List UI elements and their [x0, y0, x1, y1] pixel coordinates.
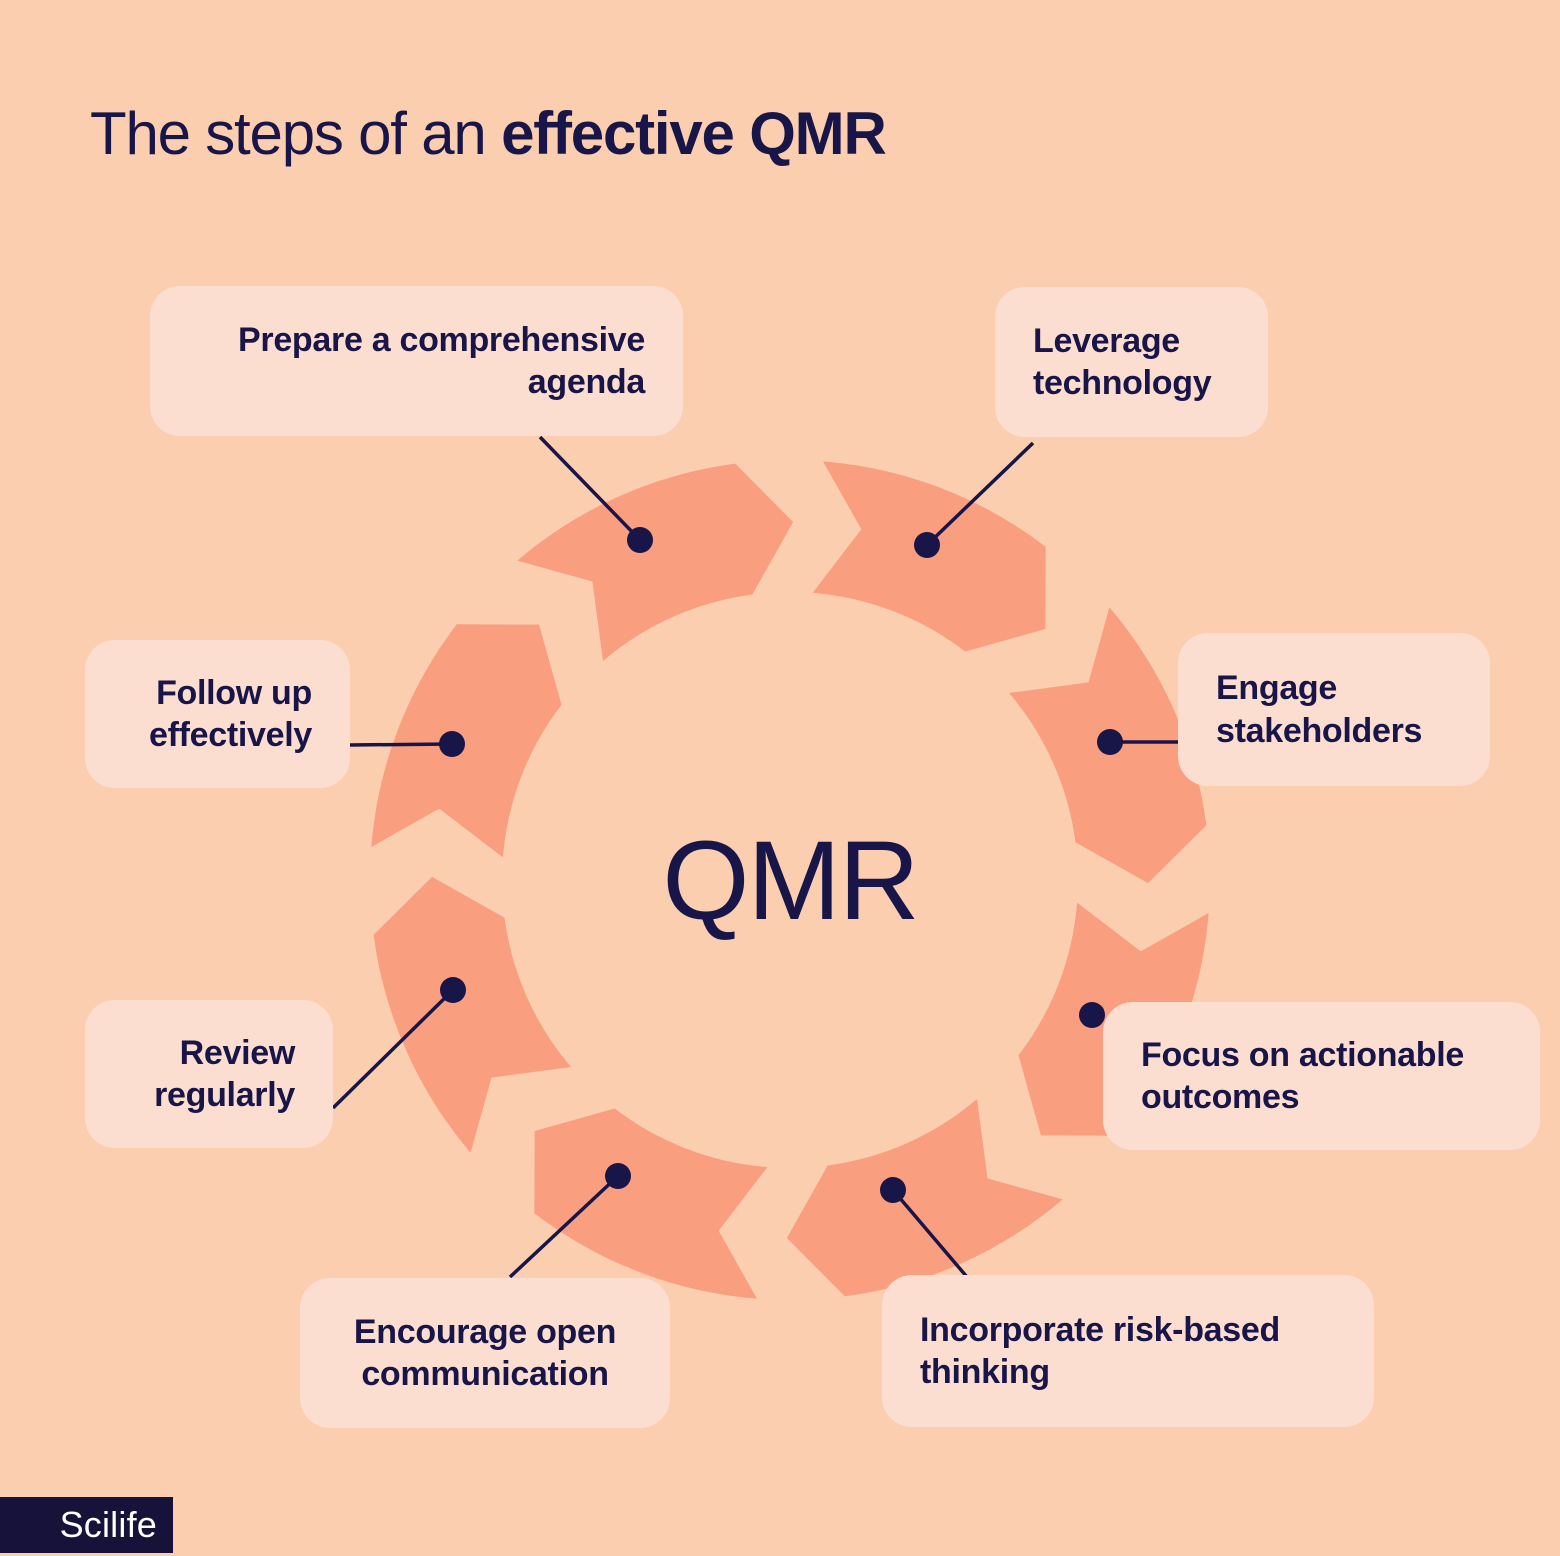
- connector-line: [331, 988, 455, 1110]
- step-box-review-regularly: Review regularly: [85, 1000, 333, 1148]
- step-box-encourage-open-communication: Encourage open communication: [300, 1278, 670, 1428]
- step-box-leverage-technology: Leverage technology: [995, 287, 1268, 437]
- step-label: Focus on actionable outcomes: [1141, 1035, 1465, 1116]
- step-box-incorporate-risk-based-thinking: Incorporate risk-based thinking: [882, 1275, 1374, 1427]
- cycle-arrow-segment: [752, 392, 1087, 728]
- connector-dot: [440, 977, 466, 1003]
- connector-line: [1091, 1006, 1104, 1017]
- connector-dot: [627, 527, 653, 553]
- step-box-follow-up-effectively: Follow up effectively: [85, 640, 350, 788]
- page-title: The steps of an effective QMR: [90, 99, 887, 168]
- connector-dot: [880, 1177, 906, 1203]
- connector-line: [508, 1174, 620, 1279]
- step-label: Encourage open communication: [353, 1312, 617, 1393]
- connector-dot: [439, 731, 465, 757]
- cycle-arrow-segment: [786, 1099, 1063, 1297]
- connector-line: [891, 1188, 969, 1279]
- step-label: Leverage technology: [1033, 321, 1212, 402]
- page-title-regular: The steps of an: [90, 100, 502, 167]
- step-label: Incorporate risk-based thinking: [920, 1310, 1280, 1391]
- connector-line: [538, 435, 642, 542]
- step-label: Prepare a comprehensive agenda: [238, 320, 645, 401]
- scilife-logo-text: Scilife: [59, 1504, 157, 1545]
- connector-line: [349, 742, 453, 747]
- cycle-arrow-segment: [517, 463, 794, 661]
- step-box-engage-stakeholders: Engage stakeholders: [1178, 633, 1490, 786]
- connector-dot: [914, 532, 940, 558]
- cycle-arrow-segment: [373, 876, 571, 1153]
- page-title-emphasis: effective QMR: [501, 100, 887, 167]
- cycle-arrow-segment: [1009, 607, 1207, 884]
- connector-dot: [1097, 729, 1123, 755]
- step-box-focus-on-actionable-outcomes: Focus on actionable outcomes: [1103, 1002, 1540, 1150]
- connector-dot: [605, 1163, 631, 1189]
- step-label: Review regularly: [154, 1033, 295, 1114]
- step-box-prepare-agenda: Prepare a comprehensive agenda: [150, 286, 683, 436]
- connector-line: [925, 441, 1035, 547]
- center-label: QMR: [662, 817, 919, 943]
- cycle-arrow-segment: [302, 583, 638, 918]
- step-label: Follow up effectively: [148, 673, 312, 754]
- connector-dot: [1079, 1002, 1105, 1028]
- scilife-logo: Scilife: [0, 1497, 173, 1553]
- step-label: Engage stakeholders: [1216, 669, 1423, 750]
